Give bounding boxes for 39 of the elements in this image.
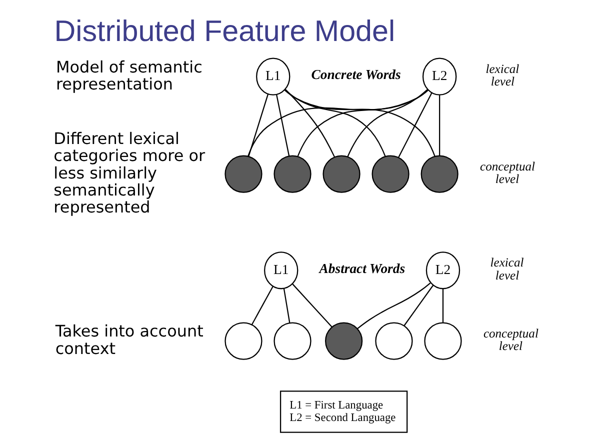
node-circle xyxy=(322,155,360,193)
connector xyxy=(292,284,332,328)
node-circle xyxy=(371,155,409,193)
connector xyxy=(356,282,430,330)
connector xyxy=(276,94,290,156)
label: Abstract Words xyxy=(318,260,405,276)
node-circle: L1 xyxy=(264,252,298,290)
connector xyxy=(246,90,428,157)
node-circle xyxy=(420,155,458,193)
node-circle xyxy=(224,155,262,193)
connector xyxy=(284,89,386,157)
label: Different lexical categories more or less similarly semantically represented xyxy=(53,129,205,216)
connector xyxy=(398,92,432,158)
label: conceptual level xyxy=(480,159,535,186)
label: Concrete Words xyxy=(310,66,400,82)
node-circle xyxy=(224,322,262,360)
connector xyxy=(248,94,268,157)
connector xyxy=(438,95,440,156)
node-circle: L2 xyxy=(425,252,460,290)
node-circle xyxy=(424,322,462,360)
label: conceptual level xyxy=(482,326,538,353)
label: lexical level xyxy=(490,256,524,282)
label: lexical level xyxy=(485,62,519,88)
node-circle xyxy=(374,322,412,360)
node-circle xyxy=(324,322,362,360)
diagram-title: Distributed Feature Model xyxy=(54,15,395,48)
connector xyxy=(284,89,335,158)
connector xyxy=(346,89,428,157)
node-circle xyxy=(273,322,311,360)
connector xyxy=(282,288,290,323)
node-circle: L2 xyxy=(422,58,456,96)
connector xyxy=(250,286,273,325)
connector xyxy=(442,288,444,322)
node-box: L1 = First Language L2 = Second Language xyxy=(279,390,408,433)
node-circle xyxy=(273,155,311,193)
label: Takes into account context xyxy=(54,322,203,358)
connector xyxy=(403,285,434,326)
node-circle: L1 xyxy=(256,58,290,96)
label: Model of semantic representation xyxy=(55,57,202,94)
